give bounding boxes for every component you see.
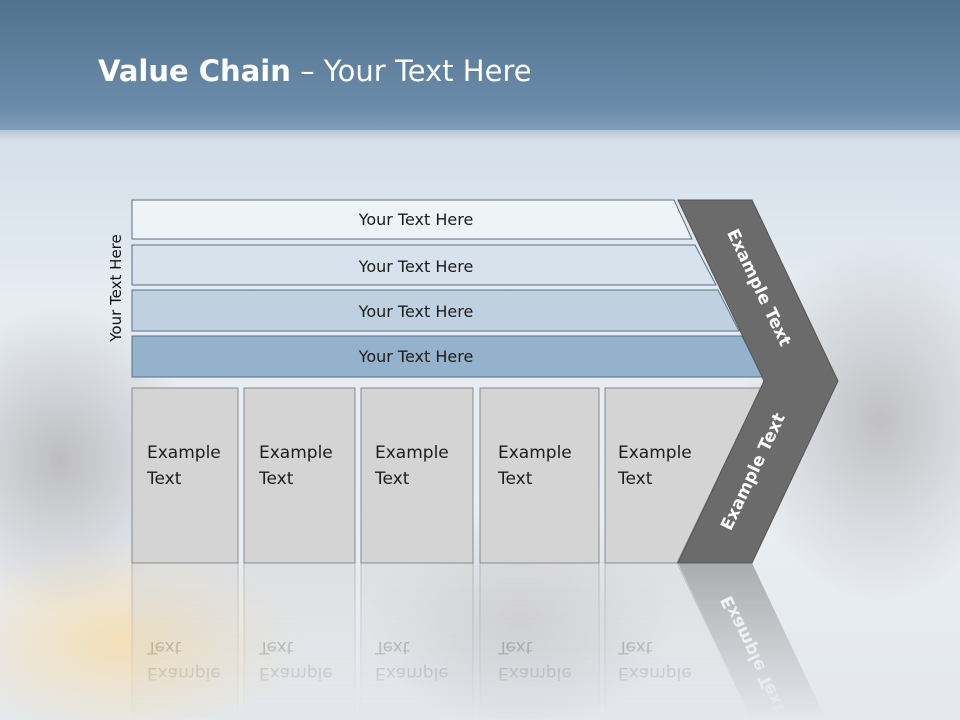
box-2-reflection — [243, 562, 356, 720]
box-2-reflection-line2: Text — [258, 637, 294, 657]
box-3[interactable]: Example Text — [360, 387, 474, 564]
box-2-shape — [243, 387, 356, 564]
box-2-line2: Text — [258, 469, 294, 489]
bars-group: Your Text Here Your Text Here Your Text … — [131, 199, 764, 378]
bar-1[interactable]: Your Text Here — [131, 199, 693, 240]
box-5-reflection-line2: Text — [617, 637, 653, 657]
box-3-reflection-line1: Example — [375, 663, 449, 683]
box-1-reflection — [131, 562, 239, 720]
box-1-reflection-line2: Text — [146, 637, 182, 657]
chevron-reflection — [678, 563, 827, 720]
box-3-line1: Example — [375, 443, 449, 463]
bar-4[interactable]: Your Text Here — [131, 335, 764, 378]
slide-title-rest: – Your Text Here — [290, 54, 532, 88]
box-5-reflection — [604, 562, 753, 720]
box-5-reflection-line1: Example — [618, 663, 692, 683]
box-1[interactable]: Example Text — [131, 387, 239, 564]
box-1-line2: Text — [146, 469, 182, 489]
box-3-reflection-line2: Text — [374, 637, 410, 657]
box-4-reflection — [479, 562, 600, 720]
box-3-line2: Text — [374, 469, 410, 489]
bar-3-shape — [131, 289, 740, 332]
box-2-reflection-line1: Example — [259, 663, 333, 683]
box-1-line1: Example — [147, 443, 221, 463]
box-2-line1: Example — [259, 443, 333, 463]
box-4-shape — [479, 387, 600, 564]
reflection: Example Text Example Text Example Text E… — [131, 562, 827, 720]
bar-2[interactable]: Your Text Here — [131, 244, 717, 286]
box-1-shape — [131, 387, 239, 564]
bar-1-label: Your Text Here — [358, 210, 474, 229]
box-4[interactable]: Example Text — [479, 387, 600, 564]
box-5-line1: Example — [618, 443, 692, 463]
bar-2-shape — [131, 244, 717, 286]
bar-4-label: Your Text Here — [358, 347, 474, 366]
bar-1-shape — [131, 199, 693, 240]
box-4-line1: Example — [498, 443, 572, 463]
slide-title: Value Chain – Your Text Here — [98, 54, 532, 88]
box-3-reflection — [360, 562, 474, 720]
box-4-reflection-line2: Text — [497, 637, 533, 657]
box-4-line2: Text — [497, 469, 533, 489]
bar-3[interactable]: Your Text Here — [131, 289, 740, 332]
boxes-group: Example Text Example Text Example Text E… — [131, 387, 762, 564]
bar-3-label: Your Text Here — [358, 302, 474, 321]
bar-2-label: Your Text Here — [358, 257, 474, 276]
box-4-reflection-line1: Example — [498, 663, 572, 683]
header-band — [0, 0, 960, 130]
box-5[interactable]: Example Text — [604, 387, 762, 564]
box-2[interactable]: Example Text — [243, 387, 356, 564]
box-5-line2: Text — [617, 469, 653, 489]
box-3-shape — [360, 387, 474, 564]
box-1-reflection-line1: Example — [147, 663, 221, 683]
slide-title-bold: Value Chain — [98, 54, 291, 88]
